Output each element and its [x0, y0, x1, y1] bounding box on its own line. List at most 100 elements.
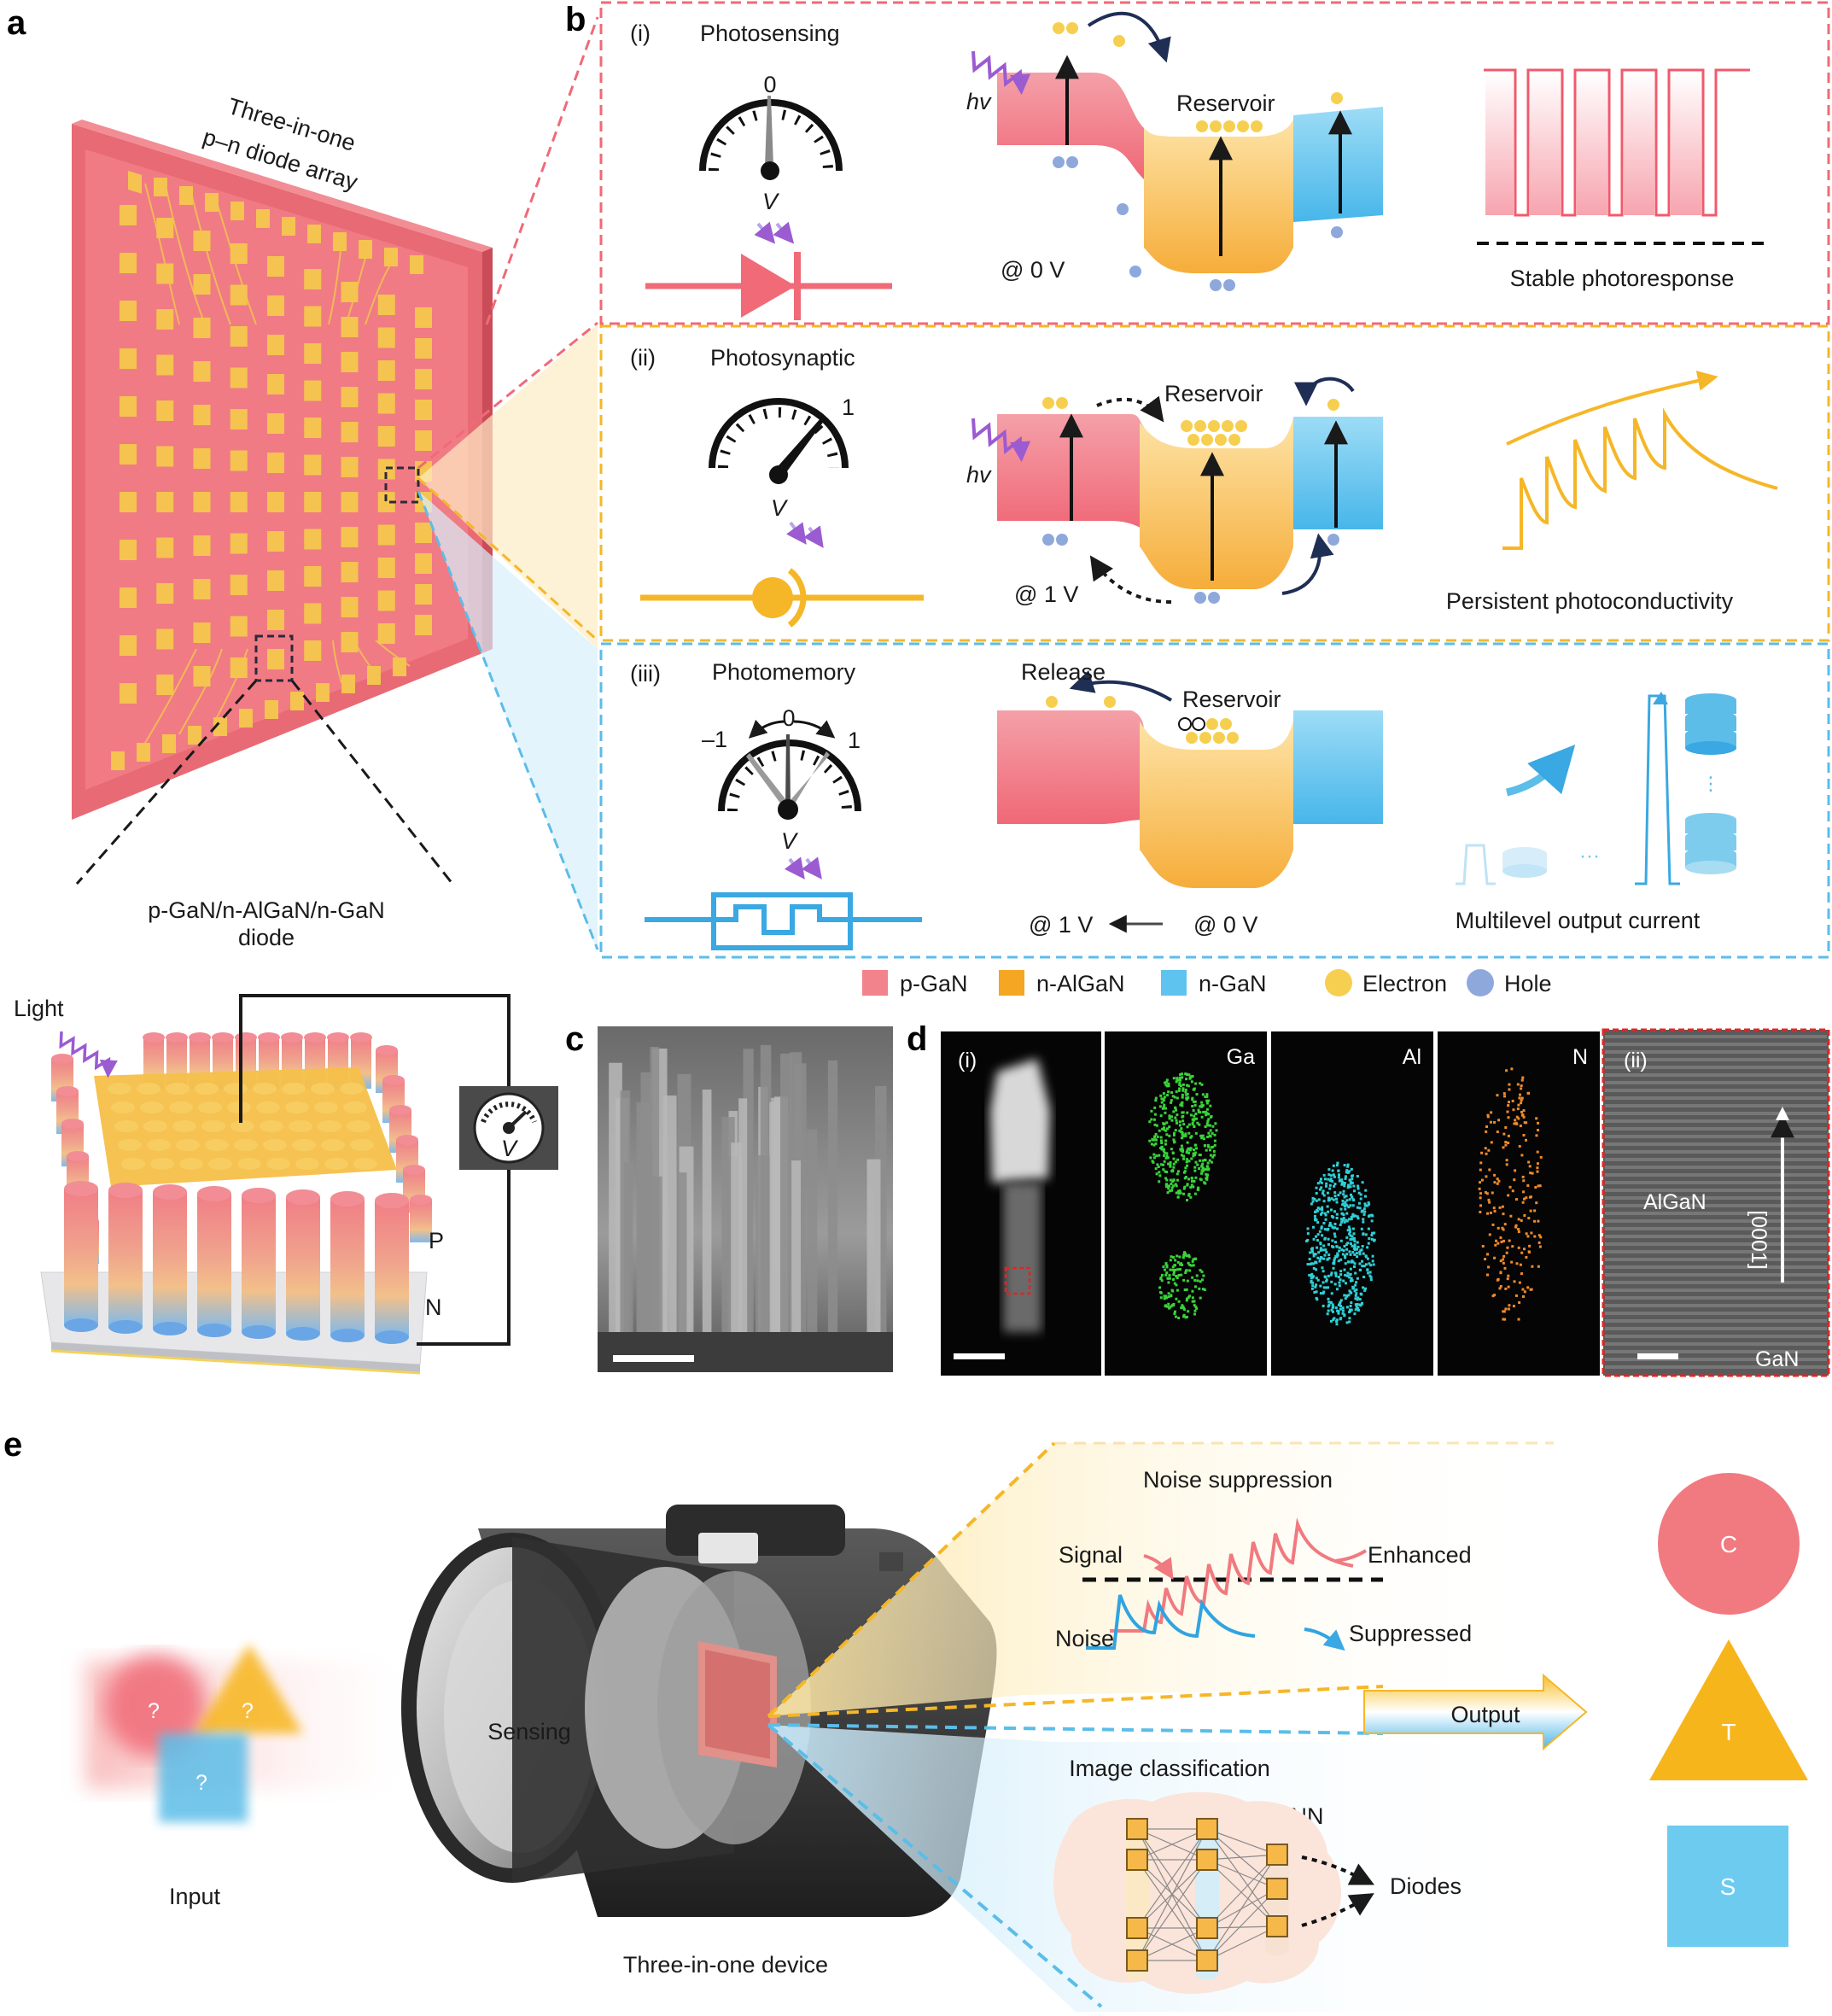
eds-dot	[1327, 1300, 1331, 1304]
eds-dot	[1173, 1141, 1176, 1144]
eds-dot	[1181, 1096, 1184, 1099]
eds-dot	[1205, 1168, 1208, 1172]
nanowire-top	[143, 1032, 165, 1043]
eds-dot	[1327, 1297, 1330, 1300]
diode-pad	[267, 256, 284, 277]
eds-dot	[1322, 1244, 1326, 1248]
eds-dot	[1178, 1268, 1181, 1271]
eds-dot	[1201, 1093, 1205, 1096]
eds-dot	[1316, 1246, 1319, 1249]
eds-dot	[1207, 1131, 1211, 1135]
eds-dot	[1207, 1145, 1211, 1148]
diode-pad	[156, 628, 174, 650]
lattice-fringe	[1605, 1281, 1827, 1284]
eds-dot	[1212, 1149, 1216, 1153]
eds-dot	[1323, 1253, 1327, 1257]
eds-dot	[1191, 1296, 1194, 1300]
eds-dot	[1185, 1097, 1188, 1101]
eds-dot	[1486, 1113, 1490, 1117]
row3-reservoir: Reservoir	[1182, 687, 1281, 712]
eds-dot	[1174, 1116, 1177, 1119]
eds-dot	[1507, 1194, 1510, 1197]
eds-dot	[1336, 1309, 1339, 1312]
nanowire-pillar	[242, 1195, 276, 1332]
eds-dot	[1174, 1183, 1177, 1186]
d-index-i: (i)	[958, 1049, 977, 1072]
diode-pad	[415, 338, 432, 359]
eds-dot	[1363, 1202, 1367, 1206]
eds-dot	[1333, 1210, 1337, 1213]
eds-dot	[1194, 1082, 1198, 1085]
eds-dot	[1366, 1246, 1369, 1249]
eds-dot	[1539, 1236, 1543, 1239]
eds-dot	[1350, 1301, 1353, 1305]
electrode-contact	[314, 1101, 338, 1113]
eds-dot	[1506, 1246, 1509, 1249]
diode-pad	[415, 523, 432, 543]
electrode-contact	[295, 1158, 319, 1170]
eds-dot	[1171, 1170, 1175, 1173]
eds-dot	[1316, 1239, 1320, 1242]
eds-dot	[1309, 1251, 1312, 1254]
eds-dot	[1361, 1245, 1364, 1248]
eds-dot	[1363, 1288, 1367, 1292]
eds-dot	[1507, 1116, 1510, 1119]
ann-connection	[1206, 1925, 1278, 1929]
eds-dot	[1181, 1147, 1184, 1150]
eds-dot	[1339, 1273, 1343, 1277]
eds-dot	[1203, 1288, 1206, 1291]
eds-dot	[1213, 1139, 1216, 1142]
eds-dot	[1187, 1253, 1191, 1257]
eds-dot	[1181, 1132, 1184, 1136]
eds-dot	[1154, 1096, 1158, 1100]
nanowire-base	[375, 1330, 409, 1344]
hrtem-zoom-box	[1004, 1266, 1031, 1295]
eds-dot	[1159, 1094, 1163, 1097]
eds-dot	[1349, 1267, 1352, 1271]
eds-dot	[1176, 1268, 1180, 1271]
eds-dot	[1164, 1294, 1168, 1298]
eds-dot	[1185, 1073, 1188, 1077]
eds-dot	[1330, 1271, 1333, 1275]
noise-suppression-plot	[1082, 1517, 1383, 1651]
eds-dot	[1173, 1264, 1176, 1267]
eds-dot	[1368, 1274, 1372, 1277]
eds-dot	[1193, 1309, 1197, 1312]
diode-pad	[193, 405, 211, 425]
row1-gauge-value: 0	[763, 72, 776, 97]
eds-dot	[1315, 1186, 1318, 1189]
eds-dot	[1322, 1200, 1326, 1203]
memristor-symbol-icon	[645, 856, 922, 950]
lattice-fringe	[1605, 1350, 1827, 1353]
eds-dot	[1187, 1073, 1191, 1077]
eds-dot	[1350, 1193, 1353, 1196]
eds-dot	[1185, 1151, 1188, 1154]
eds-dot	[1350, 1215, 1353, 1218]
eds-dot	[1311, 1262, 1315, 1265]
diode-pad	[156, 218, 174, 238]
eds-dot	[1205, 1095, 1209, 1098]
eds-dot	[1177, 1317, 1181, 1320]
diode-pad	[415, 584, 432, 605]
eds-dot	[1195, 1093, 1199, 1096]
eds-dot	[1488, 1233, 1491, 1236]
eds-dot	[1200, 1172, 1204, 1175]
eds-dot	[1494, 1243, 1497, 1247]
nanowire-top	[258, 1032, 280, 1043]
eds-dot	[1526, 1183, 1530, 1187]
eds-dot	[1488, 1168, 1491, 1172]
diode-pad	[304, 603, 322, 624]
legend-label: n-GaN	[1199, 971, 1267, 996]
eds-dot	[1370, 1234, 1374, 1237]
eds-dot	[1171, 1304, 1175, 1307]
eds-dot	[1371, 1254, 1374, 1258]
eds-dot	[1185, 1269, 1188, 1272]
diode-pad	[156, 675, 174, 695]
eds-dot	[1206, 1136, 1210, 1139]
svg-text:···: ···	[1579, 844, 1600, 868]
eds-dot	[1529, 1172, 1532, 1175]
lattice-fringe	[1605, 1204, 1827, 1207]
eds-dot	[1484, 1258, 1487, 1261]
photon-wave-icon-2	[971, 418, 1031, 463]
eds-dot	[1485, 1125, 1489, 1128]
